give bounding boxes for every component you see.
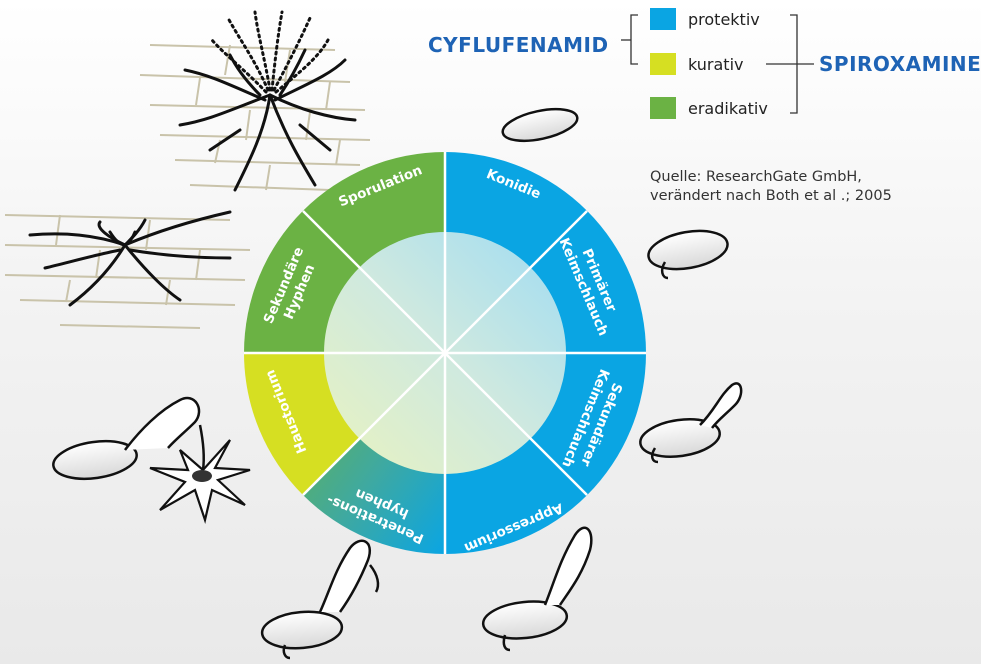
- brand-cyflufenamid: CYFLUFENAMID: [428, 33, 609, 57]
- source-line-1: Quelle: ResearchGate GmbH,: [650, 169, 862, 185]
- spore-konidie-illustration: [501, 107, 579, 143]
- legend-item-protektiv: protektiv: [650, 8, 760, 30]
- spore-penetrationshyphen-illustration: [260, 539, 380, 660]
- bracket-cyflufenamid: [621, 14, 638, 65]
- legend-swatch-kurativ: [650, 53, 676, 75]
- legend-label-kurativ: kurativ: [688, 54, 744, 74]
- legend-label-protektiv: protektiv: [688, 9, 760, 29]
- source-note: Quelle: ResearchGate GmbH, verändert nac…: [650, 168, 892, 206]
- legend-swatch-eradikativ: [650, 97, 676, 119]
- source-line-2: verändert nach Both et al .; 2005: [650, 188, 892, 204]
- legend-item-eradikativ: eradikativ: [650, 97, 768, 119]
- spore-primaerer-keimschlauch-illustration: [647, 229, 729, 280]
- spore-appressorium-illustration: [481, 526, 593, 652]
- brand-spiroxamine: SPIROXAMINE: [819, 52, 981, 76]
- legend-item-kurativ: kurativ: [650, 53, 743, 75]
- legend-swatch-protektiv: [650, 8, 676, 30]
- sector-dividers: [244, 152, 646, 554]
- lifecycle-wheel: [244, 152, 646, 554]
- mycelium-top-illustration: [139, 10, 371, 192]
- spore-haustorium-illustration: [52, 396, 251, 525]
- mycelium-left-illustration: [4, 210, 251, 329]
- bracket-spiroxamine: [766, 14, 814, 114]
- legend-label-eradikativ: eradikativ: [688, 98, 768, 118]
- spore-sekundaerer-keimschlauch-illustration: [639, 382, 743, 464]
